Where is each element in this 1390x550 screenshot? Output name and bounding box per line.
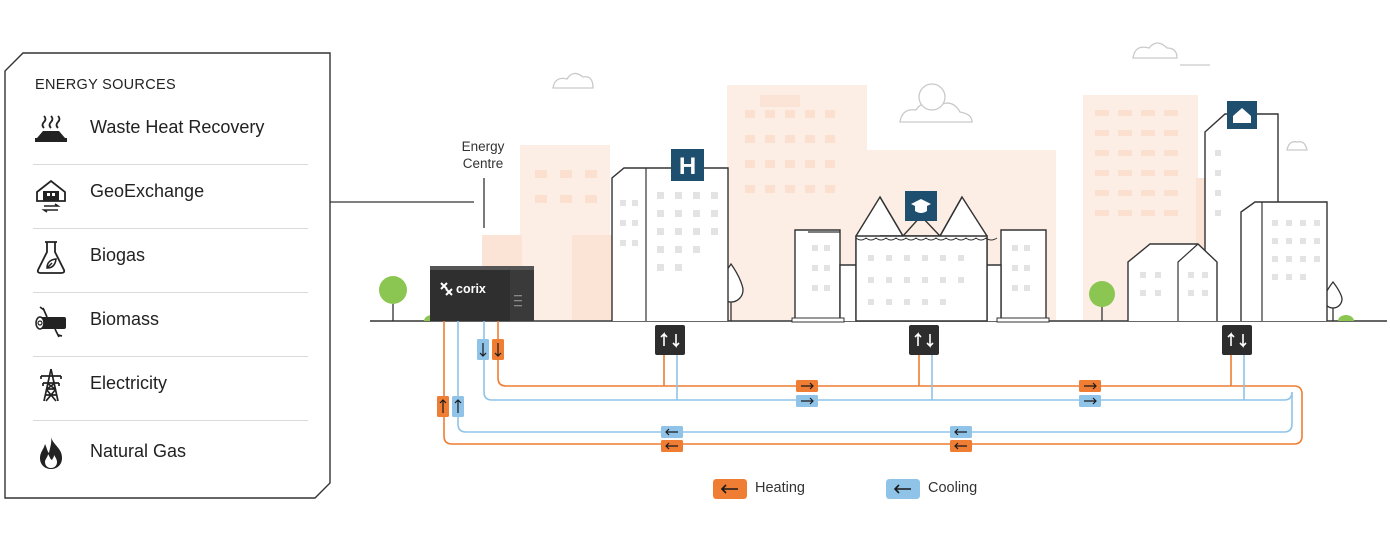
hospital-sign-letter: H bbox=[679, 153, 696, 180]
corix-logo-icon bbox=[440, 282, 453, 296]
source-label: Electricity bbox=[90, 373, 168, 393]
pipe-network bbox=[443, 321, 1303, 445]
source-natural-gas: Natural Gas bbox=[33, 425, 308, 489]
heating-arrow-icon bbox=[713, 479, 747, 499]
electricity-tower-icon bbox=[40, 368, 62, 402]
heating-left-arrow-icon bbox=[950, 440, 972, 452]
tree-1 bbox=[379, 276, 407, 321]
biomass-log-icon bbox=[35, 306, 66, 338]
source-label: Natural Gas bbox=[90, 441, 187, 461]
cooling-left-arrow-icon bbox=[950, 426, 972, 438]
source-label: Waste Heat Recovery bbox=[90, 117, 265, 137]
source-geoexchange: GeoExchange bbox=[33, 165, 308, 229]
cooling-return-pipe bbox=[457, 321, 1293, 433]
heat-exchanger-icon bbox=[909, 325, 939, 355]
cooling-arrow-icon bbox=[886, 479, 920, 499]
sun-icon bbox=[918, 83, 946, 111]
legend-cooling-label: Cooling bbox=[928, 480, 978, 496]
energy-sources-title: ENERGY SOURCES bbox=[35, 77, 176, 93]
energy-centre-brand: corix bbox=[456, 282, 486, 296]
cooling-up-arrow-icon bbox=[452, 396, 464, 417]
cooling-down-arrow-icon bbox=[477, 339, 489, 360]
cooling-left-arrow-icon bbox=[661, 426, 683, 438]
waste-heat-icon bbox=[35, 115, 67, 142]
source-waste-heat-recovery: Waste Heat Recovery bbox=[33, 101, 308, 165]
hospital-building: H bbox=[611, 149, 729, 321]
heat-exchanger-icon bbox=[655, 325, 685, 355]
tree-4 bbox=[1089, 281, 1115, 321]
energy-centre-unit: corix bbox=[430, 266, 534, 321]
biogas-flask-icon bbox=[36, 241, 66, 274]
heat-exchangers bbox=[655, 325, 1252, 355]
flame-icon bbox=[40, 437, 62, 469]
geoexchange-icon bbox=[36, 179, 66, 213]
source-label: GeoExchange bbox=[90, 181, 205, 201]
residential-buildings bbox=[1127, 101, 1328, 321]
source-label: Biogas bbox=[90, 245, 146, 265]
heating-up-arrow-icon bbox=[437, 396, 449, 417]
heat-exchanger-icon bbox=[1222, 325, 1252, 355]
cooling-supply-pipe bbox=[483, 321, 1293, 401]
cooling-right-arrow-icon bbox=[1079, 395, 1101, 407]
source-biomass: Biomass bbox=[33, 293, 308, 357]
graduation-cap-icon bbox=[911, 199, 931, 213]
flow-arrows bbox=[437, 339, 1101, 452]
energy-centre-label: Energy Centre bbox=[441, 138, 525, 172]
energy-sources-panel: ENERGY SOURCES Waste Heat Recovery GeoEx… bbox=[5, 53, 330, 498]
hospital-sign bbox=[671, 149, 704, 181]
source-electricity: Electricity bbox=[33, 357, 308, 421]
heating-right-arrow-icon bbox=[1079, 380, 1101, 392]
source-label: Biomass bbox=[90, 309, 160, 329]
school-building bbox=[791, 191, 1050, 323]
heating-down-arrow-icon bbox=[492, 339, 504, 360]
cooling-right-arrow-icon bbox=[796, 395, 818, 407]
heating-left-arrow-icon bbox=[661, 440, 683, 452]
heating-supply-pipe bbox=[443, 321, 1303, 445]
home-icon bbox=[1233, 108, 1251, 123]
heating-right-arrow-icon bbox=[796, 380, 818, 392]
background-windows bbox=[535, 110, 1178, 216]
source-biogas: Biogas bbox=[33, 229, 308, 293]
energy-centre-label-text: Energy Centre bbox=[461, 139, 505, 171]
legend-heating-label: Heating bbox=[755, 480, 805, 496]
